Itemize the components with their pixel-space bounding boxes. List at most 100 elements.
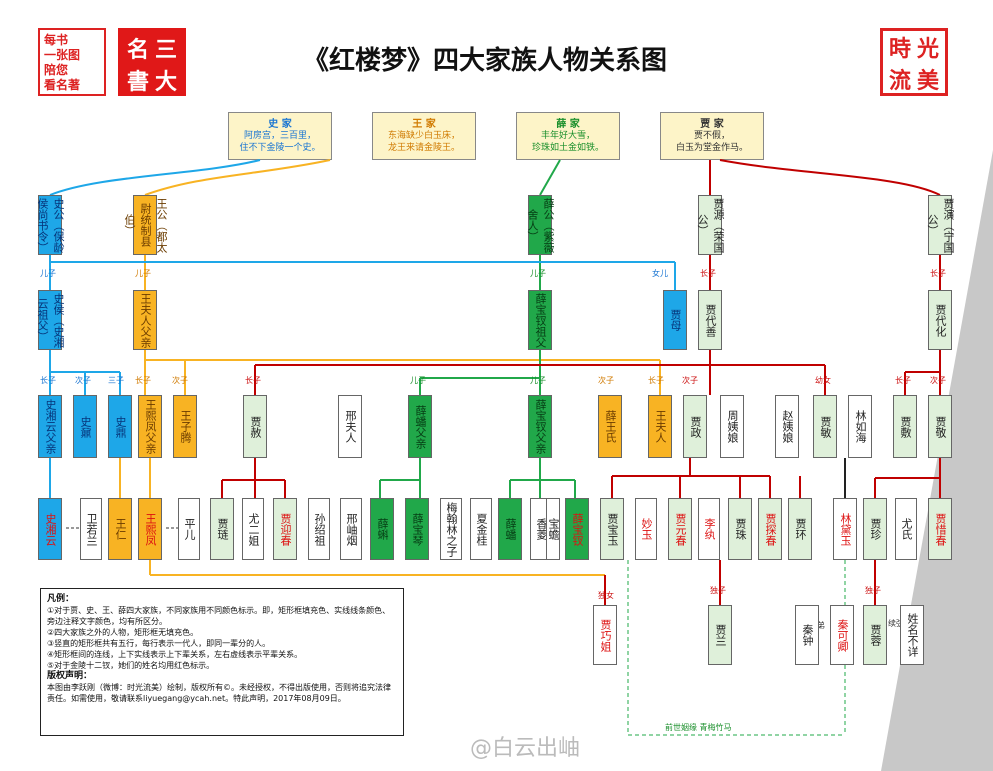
node-jia-yan: 贾演（宁国公） (926, 195, 955, 255)
legend-box: 凡例： ①对于贾、史、王、薛四大家族，不同家族用不同颜色标示。即，矩形框填充色、… (40, 588, 404, 736)
rel-label: 续弦 (888, 619, 904, 628)
node-gen4: 贾珍 (863, 498, 887, 560)
node-gen4: 妙玉 (635, 498, 657, 560)
rel-label: 次子 (598, 376, 614, 385)
node-jia-mu: 贾母 (663, 290, 687, 350)
node-wang-gong: 王公（都太尉统制县伯） (123, 195, 168, 255)
node-gen5: 贾蓉 (863, 605, 887, 665)
node-gen3: 王夫人 (648, 395, 672, 458)
seal-right: 時光流美 (880, 28, 948, 96)
node-gen5: 贾兰 (708, 605, 732, 665)
node-gen4: 贾珠 (728, 498, 752, 560)
rel-label: 独女 (598, 591, 614, 600)
node-gen5: 贾巧姐 (593, 605, 617, 665)
rel-label: 长子 (930, 269, 946, 278)
family-wang: 王 家 东海缺少白玉床， 龙王来请金陵王。 (372, 112, 476, 160)
rel-label: 次子 (172, 376, 188, 385)
rel-label: 幼女 (815, 376, 831, 385)
rel-label: 弟 (817, 621, 825, 630)
rel-label: 次子 (930, 376, 946, 385)
rel-label: 三子 (108, 376, 124, 385)
node-gen4: 李纨 (698, 498, 720, 560)
node-gen4: 薛蝌 (370, 498, 394, 560)
rel-label: 长子 (895, 376, 911, 385)
rel-label: 次子 (75, 376, 91, 385)
watermark: @白云出岫 (470, 736, 581, 761)
node-gen4: 贾宝玉 (600, 498, 624, 560)
rel-label: 独子 (865, 586, 881, 595)
node-jia-daishan: 贾代善 (698, 290, 722, 350)
node-gen3: 薛宝钗父亲 (528, 395, 552, 458)
node-gen3: 赵姨娘 (775, 395, 799, 458)
node-gen3: 史湘云父亲 (38, 395, 62, 458)
node-gen3: 王熙凤父亲 (138, 395, 162, 458)
rel-label: 长子 (648, 376, 664, 385)
page-title: 《红楼梦》四大家族人物关系图 (302, 46, 667, 76)
node-gen4: 薛宝钗 (565, 498, 589, 560)
node-gen3: 贾政 (683, 395, 707, 458)
node-gen4: 贾元春 (668, 498, 692, 560)
node-gen4: 薛蟠 (498, 498, 522, 560)
node-gen4: 贾迎春 (273, 498, 297, 560)
node-gen4: 王熙凤 (138, 498, 162, 560)
rel-label: 女儿 (652, 269, 668, 278)
node-gen4: 卫若兰 (80, 498, 102, 560)
node-gen4: 宝蟾 (546, 498, 560, 560)
node-gen4: 平儿 (178, 498, 200, 560)
node-gen3: 王子腾 (173, 395, 197, 458)
node-gen4: 贾探春 (758, 498, 782, 560)
node-gen4: 贾惜春 (928, 498, 952, 560)
node-gen5: 秦钟 (795, 605, 819, 665)
node-gen4: 尤氏 (895, 498, 917, 560)
node-shi-hou: 史侯（史湘云祖父） (36, 290, 65, 350)
node-gen5: 秦可卿 (830, 605, 854, 665)
node-wang-father: 王夫人父亲 (133, 290, 157, 350)
rel-label: 长子 (245, 376, 261, 385)
node-jia-daihua: 贾代化 (928, 290, 952, 350)
bao-dai-note: 前世姻缘 青梅竹马 (665, 723, 732, 732)
rel-label: 长子 (40, 376, 56, 385)
node-xue-grandpa: 薛宝钗祖父 (528, 290, 552, 350)
node-gen3: 林如海 (848, 395, 872, 458)
family-shi: 史 家 阿房宫，三百里， 住不下金陵一个史。 (228, 112, 332, 160)
node-gen4: 梅翰林之子 (440, 498, 462, 560)
node-shi-gong: 史公（保龄侯尚书令） (36, 195, 65, 255)
node-gen5: 姓名不详 (900, 605, 924, 665)
family-xue: 薛 家 丰年好大雪， 珍珠如土金如铁。 (516, 112, 620, 160)
node-gen4: 王仁 (108, 498, 132, 560)
family-jia: 贾 家 贾不假， 白玉为堂金作马。 (660, 112, 764, 160)
node-gen3: 贾敬 (928, 395, 952, 458)
rel-label: 次子 (682, 376, 698, 385)
node-gen3: 史鼐 (73, 395, 97, 458)
node-gen3: 贾敷 (893, 395, 917, 458)
logo-box: 每书一张图陪您看名著 (38, 28, 106, 96)
node-gen3: 邢夫人 (338, 395, 362, 458)
rel-label: 长子 (135, 376, 151, 385)
node-gen3: 贾赦 (243, 395, 267, 458)
node-gen4: 夏金桂 (470, 498, 492, 560)
node-gen3: 薛蟠父亲 (408, 395, 432, 458)
node-gen3: 薛王氏 (598, 395, 622, 458)
node-jia-yuan: 贾源（荣国公） (696, 195, 725, 255)
node-gen4: 林黛玉 (833, 498, 857, 560)
rel-label: 儿子 (530, 376, 546, 385)
node-gen4: 贾琏 (210, 498, 234, 560)
node-gen4: 史湘云 (38, 498, 62, 560)
rel-label: 长子 (700, 269, 716, 278)
node-gen3: 周姨娘 (720, 395, 744, 458)
rel-label: 儿子 (40, 269, 56, 278)
rel-label: 儿子 (410, 376, 426, 385)
rel-label: 儿子 (530, 269, 546, 278)
node-gen4: 邢岫烟 (340, 498, 362, 560)
node-gen3: 史鼎 (108, 395, 132, 458)
node-gen3: 贾敏 (813, 395, 837, 458)
node-gen4: 尤二姐 (242, 498, 264, 560)
node-gen4: 孙绍祖 (308, 498, 330, 560)
seal-left: 名三書大 (118, 28, 186, 96)
node-xue-gong: 薛公（紫薇舍人） (526, 195, 555, 255)
node-gen4: 贾环 (788, 498, 812, 560)
rel-label: 儿子 (135, 269, 151, 278)
rel-label: 独子 (710, 586, 726, 595)
